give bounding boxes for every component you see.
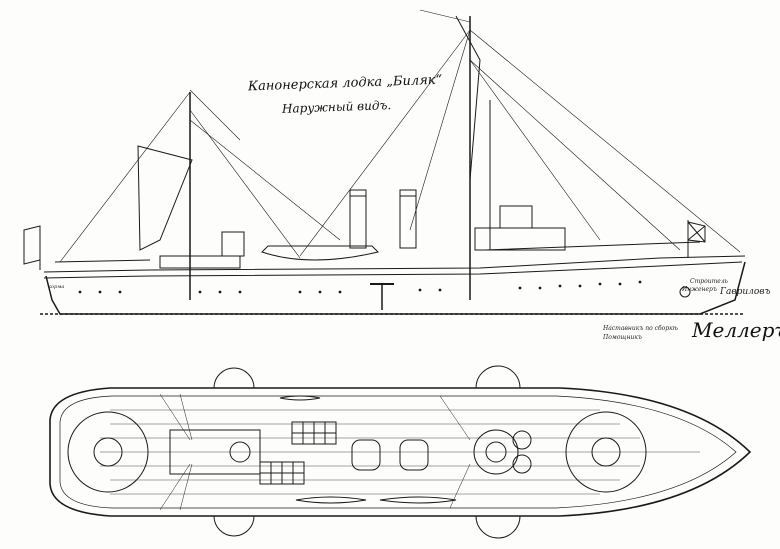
- anchor-emblem: [679, 286, 691, 298]
- approval-note-1: Наставникъ по сборкѣ: [603, 325, 678, 332]
- approval-note-2: Помощникъ: [603, 334, 642, 341]
- funnel-fore: [399, 189, 417, 249]
- rigging: [59, 9, 741, 263]
- builder-signature: Гавриловъ: [720, 287, 771, 297]
- deck-boat-1: [295, 496, 367, 504]
- sponson-3: [475, 365, 521, 389]
- aft-cabin: [169, 429, 261, 475]
- deck-boat-2: [379, 496, 457, 504]
- signature: Меллеръ: [692, 318, 780, 342]
- mizzen-sail: [137, 145, 193, 251]
- engineer-label: Инженеръ: [682, 286, 717, 293]
- hull-plan-outline: [49, 387, 752, 517]
- plan-view: [49, 365, 752, 539]
- sponson-2: [213, 515, 255, 537]
- fore-gun-platform: [565, 411, 647, 493]
- aft-gun-platform: [67, 411, 149, 493]
- portholes: [78, 280, 642, 294]
- stern-flag: [23, 225, 41, 265]
- funnel-aft: [349, 189, 367, 249]
- builder-label: Строитель: [690, 278, 728, 285]
- stern-mark: корма: [48, 284, 65, 290]
- ship-boat: [261, 245, 379, 261]
- funnel-plan-1: [351, 439, 381, 471]
- funnel-plan-2: [399, 439, 429, 471]
- sponson-4: [475, 515, 521, 539]
- bridge-circle: [473, 429, 519, 475]
- sponson-1: [213, 367, 255, 389]
- side-elevation: [23, 9, 746, 315]
